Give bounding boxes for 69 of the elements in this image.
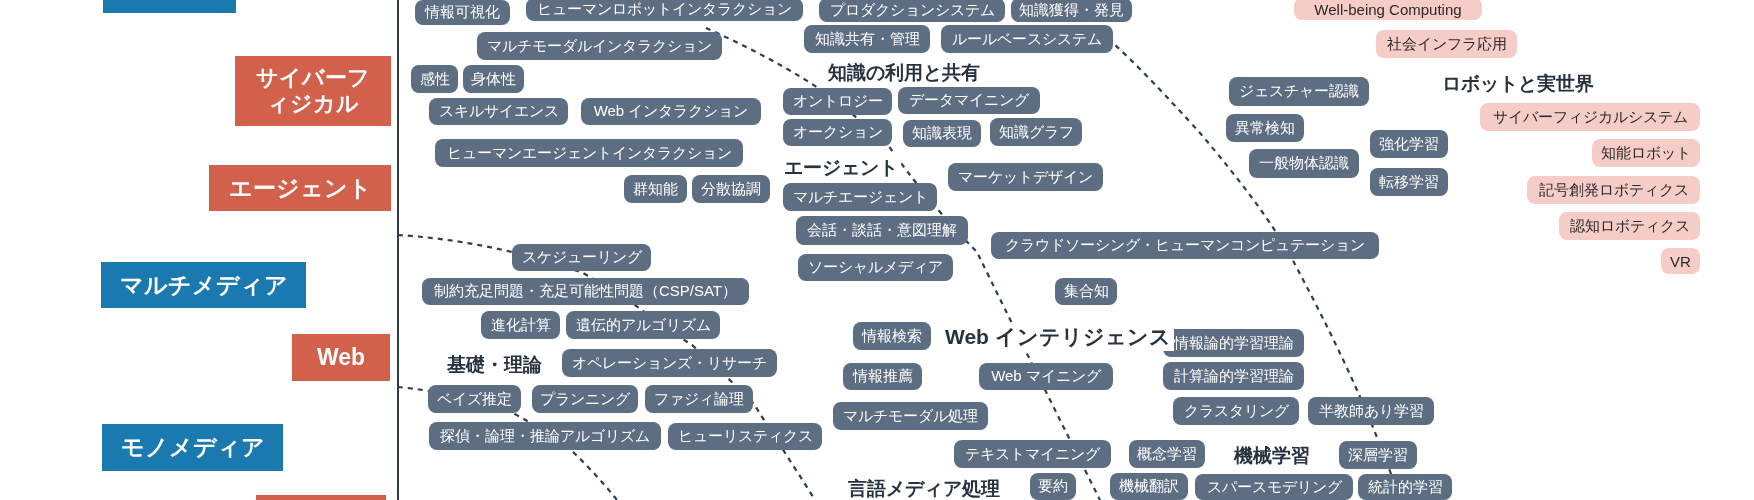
topic-chip: 要約 bbox=[1030, 473, 1076, 500]
topic-chip: スパースモデリング bbox=[1195, 474, 1353, 500]
topic-chip: オントロジー bbox=[783, 88, 892, 115]
topic-chip: 情報推薦 bbox=[843, 363, 922, 390]
topic-chip: 会話・談話・意図理解 bbox=[796, 216, 968, 245]
topic-chip: 情報可視化 bbox=[415, 0, 510, 25]
topic-chip: 知能ロボット bbox=[1592, 139, 1700, 167]
topic-chip: Web インタラクション bbox=[581, 98, 761, 125]
topic-chip: 進化計算 bbox=[481, 311, 560, 339]
topic-chip: サイバーフィジカルシステム bbox=[1480, 103, 1700, 131]
topic-chip: 転移学習 bbox=[1370, 168, 1448, 196]
topic-chip: 認知ロボティクス bbox=[1559, 212, 1700, 240]
topic-chip: 群知能 bbox=[624, 175, 687, 203]
topic-chip: Web マイニング bbox=[979, 363, 1113, 390]
topic-chip: 感性 bbox=[411, 65, 458, 93]
topic-chip: ルールベースシステム bbox=[941, 25, 1113, 53]
topic-chip: 探偵・論理・推論アルゴリズム bbox=[429, 422, 661, 450]
topic-chip: プランニング bbox=[532, 385, 638, 413]
topic-chip: ジェスチャー認識 bbox=[1229, 77, 1369, 106]
topic-chip: マルチエージェント bbox=[783, 183, 937, 211]
topic-chip: マーケットデザイン bbox=[948, 163, 1103, 191]
topic-chip: 集合知 bbox=[1055, 278, 1117, 305]
category-box: マルチメディア bbox=[101, 262, 306, 308]
topic-chip: 統計的学習 bbox=[1358, 474, 1452, 500]
topic-chip: スキルサイエンス bbox=[429, 98, 568, 125]
topic-chip: 情報検索 bbox=[853, 322, 931, 350]
topic-chip: 機械翻訳 bbox=[1110, 473, 1188, 500]
topic-chip: ヒューリスティクス bbox=[668, 423, 822, 450]
topic-chip: ベイズ推定 bbox=[428, 385, 521, 413]
topic-chip: 社会インフラ応用 bbox=[1376, 30, 1517, 58]
topic-chip: 知識共有・管理 bbox=[804, 25, 930, 53]
topic-chip: オークション bbox=[783, 119, 892, 146]
topic-chip: スケジューリング bbox=[512, 244, 651, 271]
topic-chip: 一般物体認識 bbox=[1249, 149, 1359, 178]
topic-chip: 計算論的学習理論 bbox=[1163, 362, 1304, 390]
topic-chip: ファジィ論理 bbox=[645, 385, 753, 413]
topic-chip: クラウドソーシング・ヒューマンコンピュテーション bbox=[991, 232, 1379, 259]
area-heading: 知識の利用と共有 bbox=[825, 60, 983, 86]
category-box: モノメディア bbox=[102, 424, 283, 471]
topic-chip: 深層学習 bbox=[1339, 441, 1417, 469]
topic-chip: データマイニング bbox=[898, 87, 1040, 114]
topic-chip: プロダクションシステム bbox=[819, 0, 1005, 22]
topic-chip: 半教師あり学習 bbox=[1308, 397, 1434, 425]
topic-chip: ヒューマンエージェントインタラクション bbox=[435, 139, 743, 167]
topic-chip: クラスタリング bbox=[1173, 397, 1299, 425]
topic-chip: Well-being Computing bbox=[1294, 0, 1482, 20]
topic-chip: 遺伝的アルゴリズム bbox=[566, 311, 720, 339]
area-heading: 言語メディア処理 bbox=[845, 476, 1003, 500]
category-box: サイバーフィジカル bbox=[235, 56, 391, 126]
topic-chip: 概念学習 bbox=[1129, 440, 1205, 468]
topic-chip: テキストマイニング bbox=[954, 440, 1111, 468]
topic-chip: オペレーションズ・リサーチ bbox=[562, 349, 777, 377]
topic-chip: 分散協調 bbox=[692, 175, 770, 203]
topic-chip: VR bbox=[1661, 248, 1700, 274]
topic-chip: マルチモーダルインタラクション bbox=[477, 32, 722, 60]
topic-chip: 知識表現 bbox=[903, 120, 981, 147]
topic-chip: ソーシャルメディア bbox=[798, 254, 953, 281]
topic-chip: マルチモーダル処理 bbox=[833, 402, 988, 430]
topic-chip: 知識グラフ bbox=[990, 118, 1082, 146]
topic-chip: ヒューマンロボットインタラクション bbox=[526, 0, 803, 21]
topic-chip: 異常検知 bbox=[1226, 114, 1304, 142]
topic-chip: 身体性 bbox=[463, 65, 524, 93]
category-box: エージェント bbox=[209, 165, 391, 211]
topic-chip: 強化学習 bbox=[1370, 130, 1448, 158]
topic-chip: 制約充足問題・充足可能性問題（CSP/SAT） bbox=[422, 278, 749, 305]
topic-chip: 記号創発ロボティクス bbox=[1527, 176, 1700, 204]
area-heading: Web インテリジェンス bbox=[942, 323, 1174, 351]
category-box: Web bbox=[292, 334, 390, 381]
topic-chip: 知識獲得・発見 bbox=[1011, 0, 1132, 22]
